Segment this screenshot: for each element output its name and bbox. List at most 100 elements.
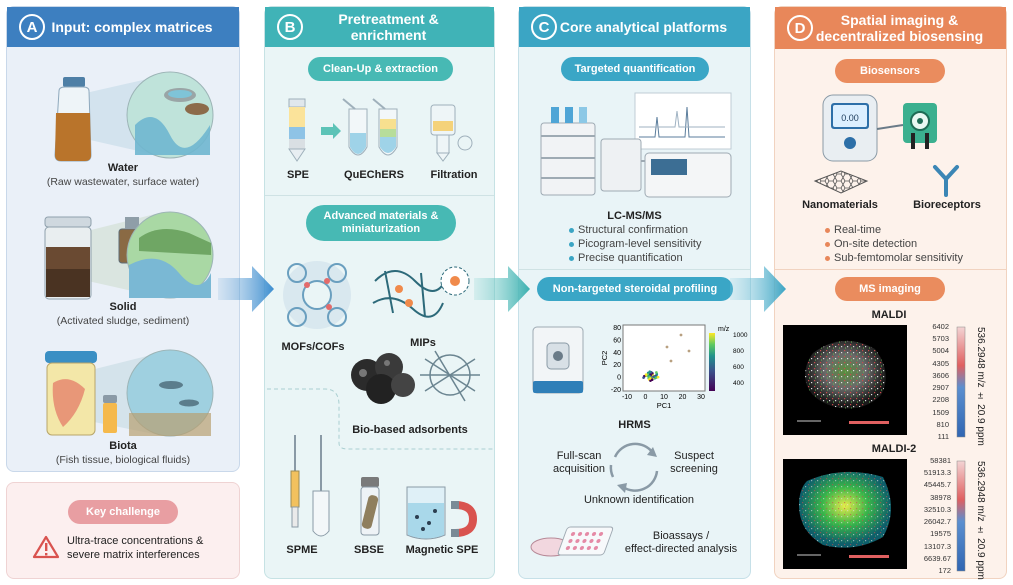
nanomaterials-label: Nanomaterials — [802, 199, 878, 211]
pca-point — [644, 373, 648, 376]
pca-y-tick: -20 — [611, 387, 621, 394]
panel-a-letter: A — [19, 14, 45, 40]
maldi-image — [783, 325, 907, 435]
key-challenge-line2: severe matrix interferences — [67, 549, 200, 561]
panel-d-header: D Spatial imaging & decentralized biosen… — [775, 7, 1006, 49]
pca-x-tick: 10 — [660, 394, 668, 401]
hrms-instrument — [532, 326, 584, 394]
scale-tick: 111 — [937, 432, 949, 441]
panel-c-title: Core analytical platforms — [559, 19, 728, 35]
nanomaterial-mesh-icon — [813, 170, 869, 194]
pca-x-tick: 20 — [679, 394, 687, 401]
panel-c-header: C Core analytical platforms — [519, 7, 750, 47]
water-label: Water — [107, 162, 139, 174]
bioassay-plate-illustration — [530, 526, 614, 557]
lc-msms-label: LC-MS/MS — [607, 210, 662, 222]
maldi2-colorbar — [956, 460, 966, 572]
scale-tick: 6402 — [932, 322, 949, 331]
materials-illustration — [283, 261, 480, 404]
solid-label: Solid — [109, 301, 137, 313]
bullet-item: Sub-femtomolar sensitivity — [825, 251, 963, 265]
pca-point — [655, 371, 658, 374]
panel-analytical-platforms: C Core analytical platforms Targeted qua… — [518, 6, 751, 579]
unknown-identification-label: Unknown identification — [583, 494, 695, 506]
quechers-label: QuEChERS — [344, 169, 404, 181]
key-challenge-pill: Key challenge — [68, 500, 178, 524]
pca-y-label: PC2 — [600, 351, 609, 366]
colorbar-tick: 400 — [733, 380, 744, 387]
magnetic-spe-label: Magnetic SPE — [405, 544, 479, 556]
scale-tick: 32510.3 — [923, 504, 951, 514]
mofs-label: MOFs/COFs — [281, 341, 345, 353]
pca-y-tick: 0 — [617, 375, 621, 382]
maldi-colorbar — [956, 326, 966, 438]
scale-tick: 6639.67 — [923, 553, 951, 563]
nontargeted-pill: Non-targeted steroidal profiling — [537, 277, 733, 301]
pca-point — [687, 349, 691, 353]
pca-x-tick: 0 — [644, 394, 648, 401]
scale-tick: 19575 — [930, 529, 951, 539]
pca-point — [669, 359, 673, 363]
colorbar — [709, 333, 715, 391]
targeted-bullets: Structural confirmation Picogram-level s… — [569, 223, 701, 265]
biota-desc: (Fish tissue, biological fluids) — [55, 454, 191, 466]
bullet-item: Precise quantification — [569, 251, 701, 265]
bioreceptors-label: Bioreceptors — [913, 199, 981, 211]
scale-tick: 172 — [938, 566, 951, 575]
flow-arrow-c-d — [730, 266, 786, 312]
panel-imaging-biosensing: D Spatial imaging & decentralized biosen… — [774, 6, 1007, 580]
biosensor-device-illustration: 0.00 — [822, 94, 937, 162]
colorbar-tick: 800 — [733, 348, 744, 355]
panel-a-header: A Input: complex matrices — [7, 7, 239, 47]
colorbar-tick: 600 — [733, 364, 744, 371]
mips-label: MIPs — [410, 337, 436, 349]
maldi2-title: MALDI-2 — [871, 443, 917, 455]
bio-adsorbents-label: Bio-based adsorbents — [352, 424, 468, 436]
scale-tick: 810 — [936, 419, 949, 429]
dashed-separator — [267, 388, 494, 450]
panel-c-letter: C — [531, 14, 557, 40]
advanced-materials-pill: Advanced materials & miniaturization — [306, 205, 456, 241]
filtration-label: Filtration — [430, 169, 478, 181]
solid-illustration — [44, 211, 214, 300]
panel-pretreatment: B Pretreatment & enrichment Clean-Up & e… — [264, 6, 495, 579]
scale-tick: 2907 — [932, 383, 949, 393]
scale-tick: 13107.3 — [923, 541, 951, 551]
panel-d-title: Spatial imaging & decentralized biosensi… — [815, 12, 984, 44]
panel-b-letter: B — [277, 14, 303, 40]
water-desc: (Raw wastewater, surface water) — [46, 176, 200, 188]
scale-tick: 51913.3 — [923, 468, 951, 478]
colorbar-tick: 1000 — [733, 332, 748, 339]
water-illustration — [54, 71, 214, 162]
panel-c-divider — [519, 269, 750, 270]
pca-y-tick: 60 — [613, 337, 621, 344]
panel-b-title: Pretreatment & enrichment — [338, 11, 439, 43]
solid-desc: (Activated sludge, sediment) — [56, 315, 190, 327]
device-readout: 0.00 — [841, 113, 859, 123]
colorbar-label: m/z — [718, 326, 730, 333]
key-challenge-box: Key challenge Ultra-trace concentrations… — [6, 482, 240, 579]
key-challenge-line1: Ultra-trace concentrations & — [67, 535, 204, 547]
cycle-arrows-icon — [609, 442, 659, 493]
scale-tick: 45445.7 — [923, 480, 951, 490]
bullet-item: Real-time — [825, 223, 963, 237]
cleanup-illustration — [288, 98, 473, 162]
pca-point — [665, 345, 669, 349]
scale-tick: 3606 — [932, 370, 949, 380]
bioassay-label: Bioassays / effect-directed analysis — [624, 530, 738, 555]
biota-illustration — [45, 349, 214, 437]
advanced-line1: Advanced materials & — [323, 210, 439, 222]
advanced-line2: miniaturization — [341, 223, 421, 235]
spe-label: SPE — [286, 169, 309, 181]
ms-imaging-pill: MS imaging — [835, 277, 945, 301]
panel-d-divider — [775, 269, 1006, 270]
flow-arrow-a-b — [218, 266, 274, 312]
pca-x-tick: -10 — [622, 394, 632, 401]
pca-y-tick: 20 — [613, 362, 621, 369]
pca-point — [679, 333, 683, 337]
pca-point — [642, 376, 645, 379]
targeted-pill: Targeted quantification — [561, 57, 709, 81]
suspect-screening-label: Suspect screening — [670, 450, 718, 475]
